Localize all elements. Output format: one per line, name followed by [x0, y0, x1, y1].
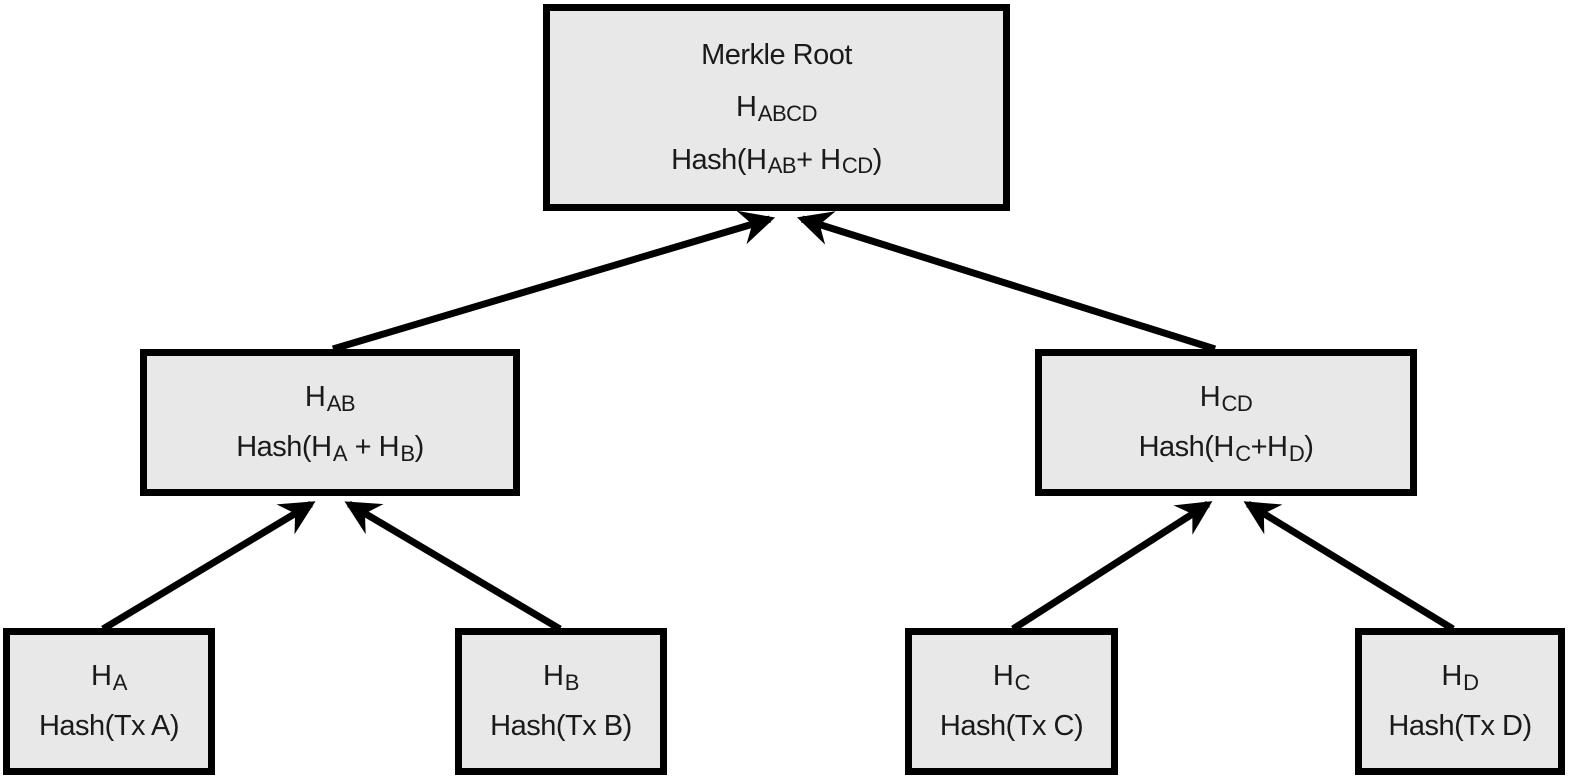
subscript-text: CD	[1221, 390, 1253, 416]
subscript-text: C	[1014, 669, 1031, 695]
plain-text: )	[1304, 431, 1314, 463]
node-text-line: HCD	[1199, 381, 1253, 415]
node-hash-a: HA Hash(Tx A)	[3, 628, 215, 775]
plain-text: Hash(Tx B)	[490, 710, 632, 742]
node-text-line: Hash(HAB+ HCD)	[671, 143, 883, 179]
node-text-line: Hash(Tx A)	[38, 710, 180, 742]
subscript-text: D	[1463, 669, 1479, 695]
node-text-line: Hash(HA + HB)	[236, 431, 425, 465]
edge-ha-to-hab	[101, 501, 316, 632]
node-text-line: HAB	[304, 381, 356, 415]
plain-text: Merkle Root	[701, 38, 852, 71]
subscript-text: A	[112, 669, 128, 695]
node-text-line: Hash(Tx C)	[939, 710, 1084, 742]
plain-text: +H	[1250, 431, 1288, 463]
plain-text: Hash(Tx C)	[939, 710, 1084, 742]
node-text-line: Hash(Tx B)	[490, 712, 632, 741]
node-text-line: HABCD	[736, 91, 817, 125]
edge-hcd-to-root	[796, 211, 1217, 353]
node-text-line: Hash(Tx D)	[1388, 710, 1532, 742]
subscript-text: ABCD	[757, 100, 818, 126]
edge-hb-to-hab	[344, 500, 562, 633]
subscript-text: CD	[841, 153, 873, 179]
plain-text: Hash(H	[236, 431, 332, 463]
plain-text: )	[414, 431, 425, 463]
subscript-text: B	[400, 440, 415, 466]
subscript-text: A	[332, 440, 348, 466]
node-text-line: Merkle Root	[701, 38, 852, 71]
node-text-line: HA	[91, 660, 127, 694]
plain-text: Hash(Tx A)	[38, 710, 180, 742]
node-hash-b: HB Hash(Tx B)	[455, 628, 667, 775]
plain-text: + H	[347, 431, 400, 463]
plain-text: H	[91, 660, 112, 692]
node-text-line: HC	[992, 660, 1031, 694]
plain-text: H	[1441, 660, 1462, 692]
edge-hc-to-hcd	[1011, 501, 1213, 632]
node-text-line: HD	[1441, 660, 1479, 694]
node-text-line: HB	[543, 660, 579, 694]
plain-text: H	[1199, 381, 1221, 413]
plain-text: Hash(Tx D)	[1388, 710, 1532, 742]
subscript-text: D	[1288, 440, 1305, 466]
node-hash-c: HC Hash(Tx C)	[905, 628, 1118, 775]
plain-text: + H	[796, 143, 841, 176]
plain-text: H	[736, 91, 757, 123]
subscript-text: B	[564, 669, 580, 695]
subscript-text: AB	[767, 153, 797, 179]
subscript-text: AB	[326, 390, 356, 416]
plain-text: )	[872, 143, 883, 176]
node-hash-d: HD Hash(Tx D)	[1355, 628, 1565, 775]
edge-hab-to-root	[332, 210, 776, 353]
subscript-text: C	[1235, 440, 1251, 466]
plain-text: H	[304, 381, 326, 413]
edge-hd-to-hcd	[1243, 501, 1455, 632]
plain-text: H	[543, 660, 564, 692]
plain-text: Hash(H	[671, 143, 767, 176]
plain-text: H	[992, 660, 1014, 692]
node-text-line: Hash(HC+HD)	[1138, 431, 1314, 465]
plain-text: Hash(H	[1138, 431, 1235, 463]
